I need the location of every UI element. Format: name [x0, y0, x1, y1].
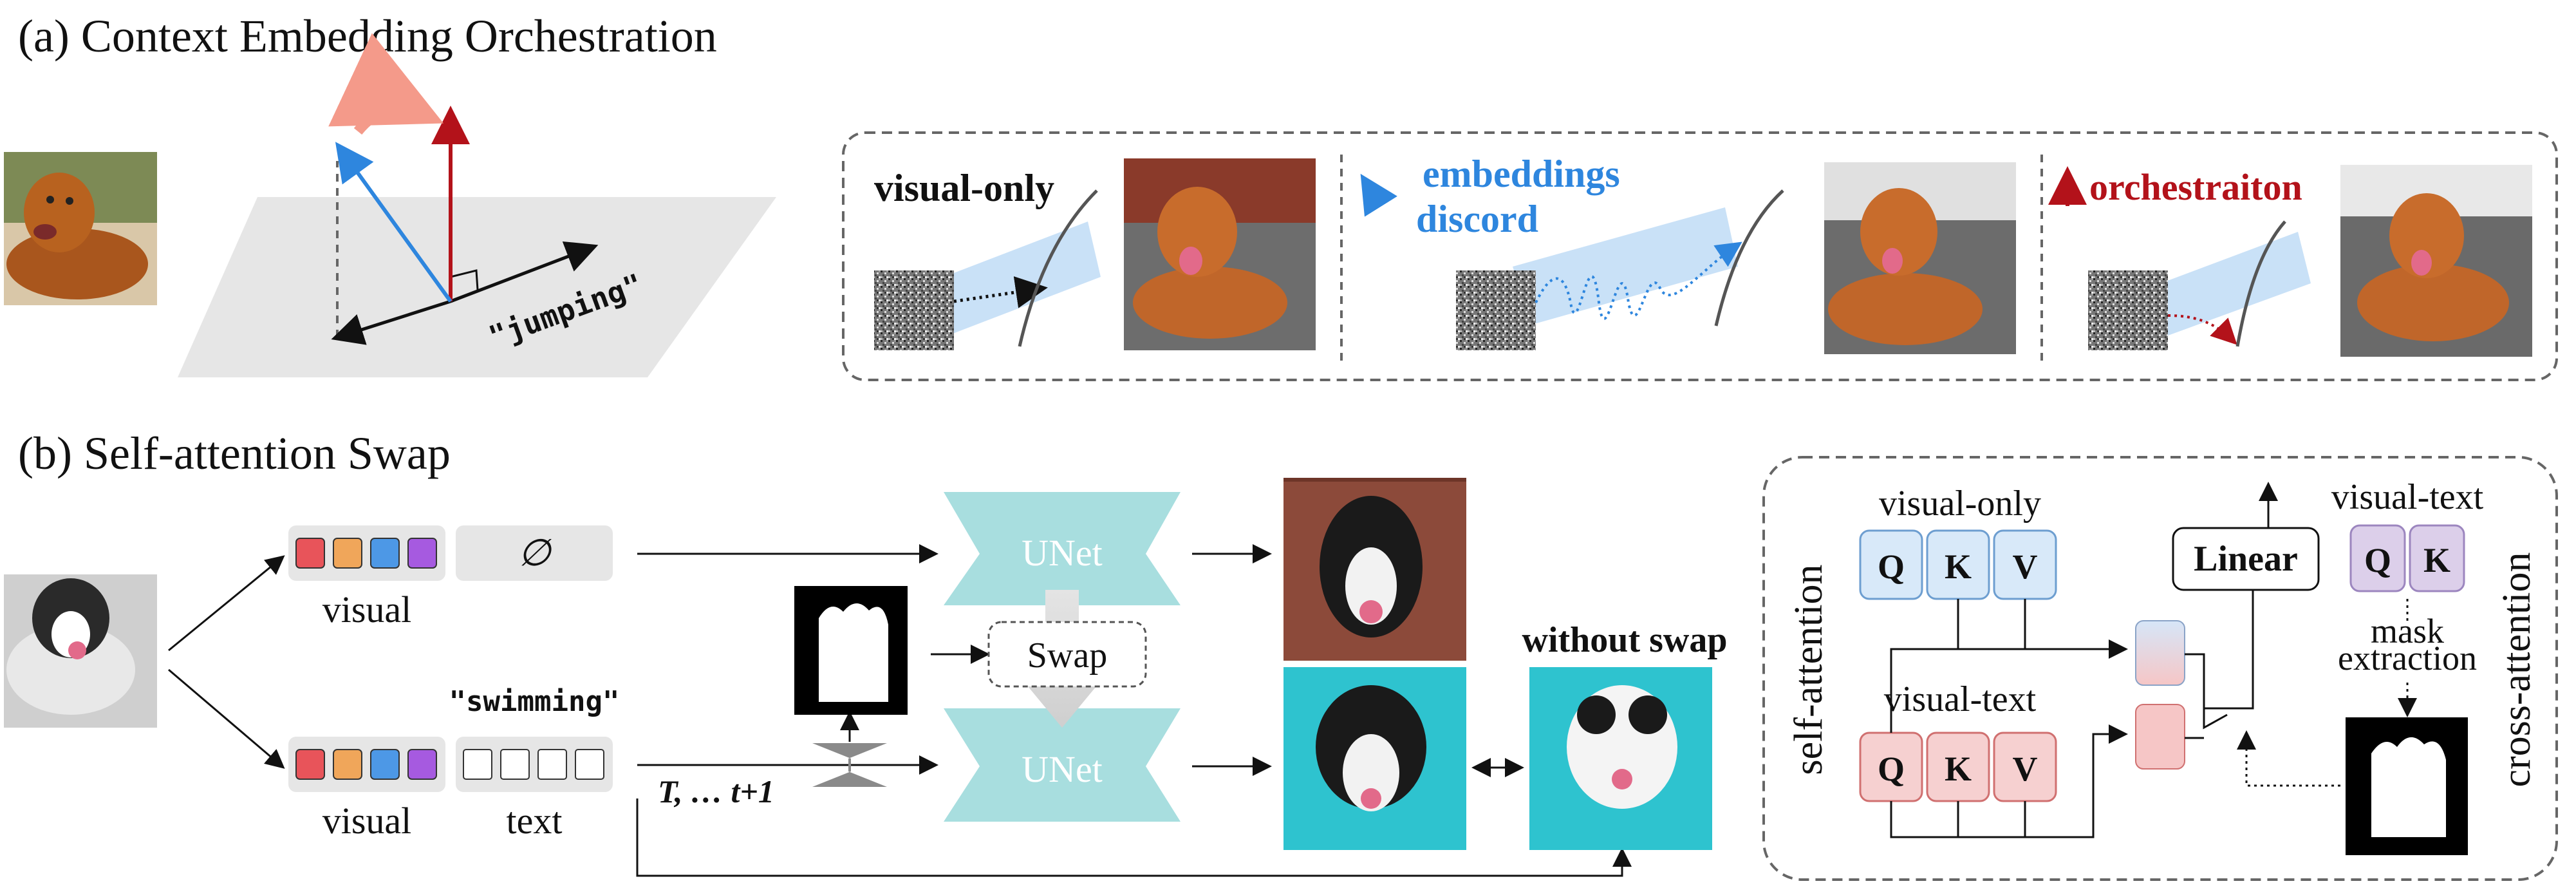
stage3-noise-image — [2088, 270, 2168, 350]
input-dog-photo-a — [4, 152, 157, 305]
stage2-blue-arrow — [1360, 173, 1397, 217]
qkv-visual-only — [1859, 529, 2057, 600]
stage2-manifold-curve — [1714, 189, 1784, 326]
stage2-wavy-path — [1535, 241, 1742, 320]
text-tokens — [456, 737, 613, 792]
original-embedding-arrow — [335, 142, 453, 303]
output-image-top — [1283, 478, 1466, 661]
stage3-dog-image — [2340, 165, 2532, 357]
branch-arrow-bottom — [168, 668, 285, 769]
unet-top-label: UNet — [1022, 532, 1103, 574]
visual-text-self-label: visual-text — [1884, 679, 2037, 719]
mask-extraction-line2: extraction — [2338, 639, 2477, 677]
stage2-label-line1: embeddings — [1423, 153, 1620, 195]
without-swap-label: without swap — [1522, 620, 1728, 660]
visual-text-cross-label: visual-text — [2331, 477, 2484, 517]
stage2-noise-image — [1456, 270, 1536, 350]
branch-arrow-top — [168, 555, 285, 652]
self-attention-connectors — [1890, 599, 2128, 838]
stage1-dog-image — [1124, 158, 1316, 350]
linear-box — [2172, 527, 2320, 591]
qkv-visual-text-self — [1859, 732, 2057, 802]
cross-attention-label: cross-attention — [2495, 552, 2539, 787]
mask-extractor-icon — [812, 743, 887, 787]
visual-tokens-bottom — [288, 737, 445, 792]
attention-panel — [1762, 456, 2558, 881]
right-angle-marker — [450, 269, 479, 290]
visual-label-top: visual — [322, 589, 412, 630]
q-visual-text-self: Q — [1878, 750, 1905, 788]
bypass-line — [636, 798, 1632, 877]
self-attention-label: self-attention — [1787, 564, 1831, 775]
v-visual-text-self: V — [2013, 750, 2038, 788]
v-visual-only: V — [2013, 547, 2038, 586]
q-visual-text-cross: Q — [2364, 541, 2391, 580]
stage-visual-only: visual-only — [874, 158, 1316, 350]
empty-set-symbol: ∅ — [518, 532, 552, 574]
stage-embeddings-discord: embeddings discord — [1360, 153, 2016, 354]
unet-bottom — [944, 708, 1181, 822]
text-attention-output — [2135, 704, 2185, 770]
stage3-band — [2143, 232, 2311, 337]
unet-top — [944, 492, 1181, 605]
stage-visual-only-label: visual-only — [874, 167, 1054, 209]
section-a-title: (a) Context Embedding Orchestration — [18, 10, 717, 62]
text-label: text — [507, 800, 563, 842]
visual-tokens-top — [288, 525, 445, 581]
linear-connectors — [2185, 482, 2278, 739]
stage3-manifold-curve — [2235, 220, 2286, 347]
linear-label: Linear — [2194, 539, 2298, 579]
input-dog-photo-b — [4, 574, 157, 728]
jumping-direction-arrow — [450, 241, 599, 303]
k-visual-text-self: K — [1945, 750, 1972, 788]
k-visual-only: K — [1945, 547, 1972, 586]
empty-text-slot — [456, 525, 613, 581]
visual-only-label: visual-only — [1879, 484, 2041, 524]
stage2-label-line2: discord — [1416, 198, 1538, 240]
mask-image-b — [794, 586, 908, 715]
rotation-arrow — [328, 33, 444, 135]
base-arrow-left — [331, 299, 451, 345]
swap-label: Swap — [1027, 636, 1107, 675]
stage2-dog-image — [1824, 162, 2016, 354]
mixed-attention-output — [2135, 620, 2185, 686]
timesteps-label: T, … t+1 — [658, 773, 774, 809]
without-swap-image — [1529, 667, 1712, 850]
stage1-manifold-curve — [1018, 189, 1098, 347]
swap-box — [987, 621, 1147, 688]
q-visual-only: Q — [1878, 547, 1905, 586]
mask-image-cross — [2346, 717, 2468, 855]
output-image-bottom — [1283, 667, 1466, 850]
unet-bottom-label: UNet — [1022, 748, 1103, 790]
stage3-label: orchestraiton — [2089, 166, 2302, 208]
stage-orchestration: orchestraiton — [2048, 165, 2532, 357]
stage1-noise-image — [874, 270, 954, 350]
stage1-dotted-path — [953, 276, 1048, 308]
dotted-mask-to-output — [2237, 730, 2340, 787]
stage2-band — [1513, 207, 1738, 325]
stage3-red-dotted-path — [2167, 314, 2237, 345]
mask-extraction-line1: mask — [2371, 612, 2444, 650]
swimming-prompt: "swimming" — [449, 685, 620, 718]
k-visual-text-cross: K — [2423, 541, 2450, 580]
visual-label-bottom: visual — [322, 800, 412, 842]
section-b-title: (b) Self-attention Swap — [18, 428, 451, 479]
qk-visual-text-cross — [2349, 524, 2465, 592]
